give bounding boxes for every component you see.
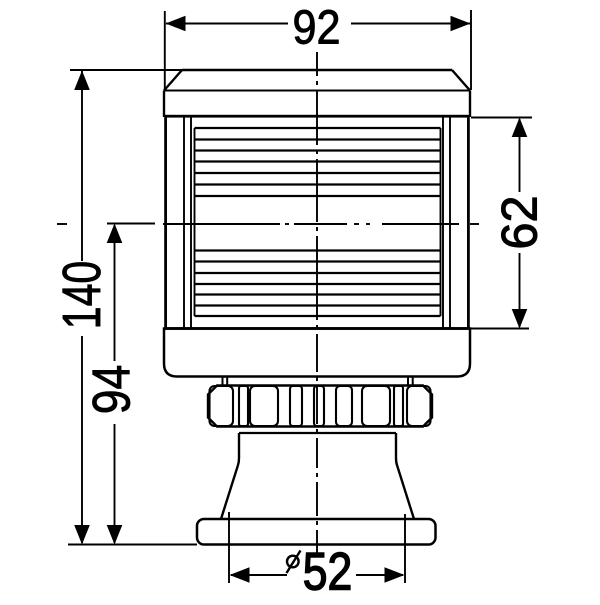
svg-text:92: 92 <box>292 0 340 54</box>
svg-text:140: 140 <box>53 261 113 329</box>
svg-text:94: 94 <box>83 365 141 415</box>
svg-text:52: 52 <box>303 543 353 600</box>
svg-text:62: 62 <box>492 196 548 250</box>
